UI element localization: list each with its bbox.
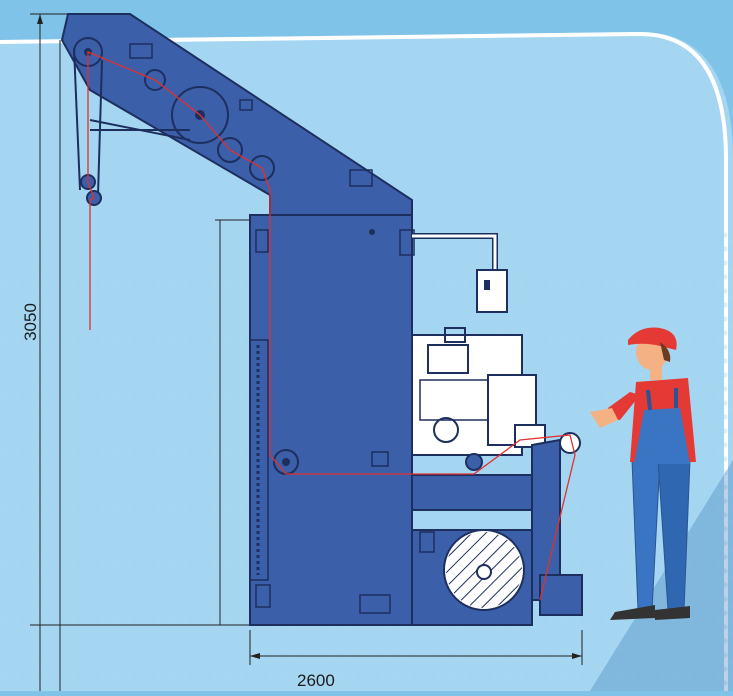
thread-path bbox=[87, 51, 576, 601]
control-box bbox=[412, 233, 508, 313]
background-panel-edge bbox=[0, 31, 728, 691]
background-corner bbox=[590, 460, 733, 691]
pulley-arms bbox=[73, 47, 191, 196]
winding-head bbox=[411, 327, 546, 471]
height-dimension-label: 3050 bbox=[21, 303, 40, 341]
dimension-arrows bbox=[37, 14, 582, 659]
operator-figure bbox=[590, 327, 696, 620]
machine-upper-arm bbox=[60, 13, 413, 216]
machine-body bbox=[249, 214, 415, 626]
width-dimension-label: 2600 bbox=[297, 671, 335, 690]
thread-spool bbox=[443, 529, 525, 611]
dimension-lines bbox=[30, 13, 583, 691]
